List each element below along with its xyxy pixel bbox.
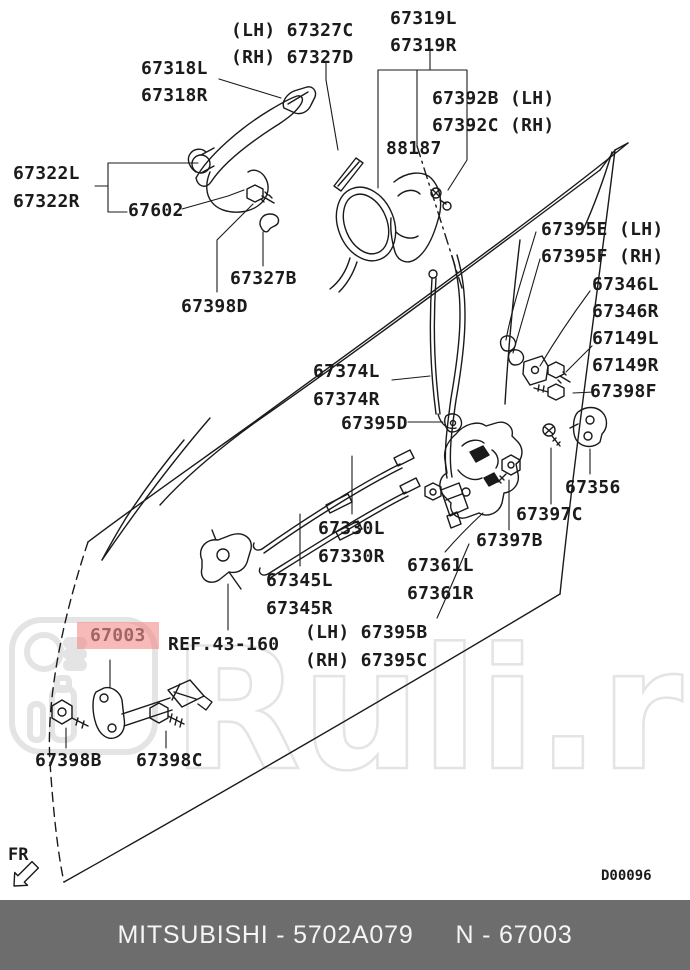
- part-label-67330l: 67330L: [318, 518, 385, 539]
- fr-direction-arrow: [13, 860, 40, 887]
- part-label-67392c: 67392C (RH): [432, 115, 555, 136]
- part-label-67346r: 67346R: [592, 301, 659, 322]
- part-label-67345r: 67345R: [266, 598, 333, 619]
- part-label-67392b: 67392B (LH): [432, 88, 555, 109]
- watermark-text: Ruli.ru: [172, 612, 690, 808]
- inside-handle-67345: [200, 529, 252, 590]
- part-label-67397c: 67397C: [516, 504, 583, 525]
- part-label-67319l: 67319L: [390, 8, 457, 29]
- lock-rod-67374: [428, 269, 463, 433]
- part-label-67395e: 67395E (LH): [541, 219, 664, 240]
- door-check-67003: [51, 679, 213, 740]
- handle-base-frame: [329, 172, 452, 293]
- part-label-67327c-lh: (LH) 67327C: [231, 20, 354, 41]
- part-label-67318l: 67318L: [141, 58, 208, 79]
- part-label-67398b: 67398B: [35, 750, 102, 771]
- part-label-67374r: 67374R: [313, 389, 380, 410]
- watermark: Ruli.ru: [9, 611, 690, 809]
- part-label-67395d: 67395D: [341, 413, 408, 434]
- part-label-67356: 67356: [565, 477, 621, 498]
- part-label-67327d-rh: (RH) 67327D: [231, 47, 354, 68]
- part-label-67345l: 67345L: [266, 570, 333, 591]
- part-label-67398f: 67398F: [590, 381, 657, 402]
- highlight-67003[interactable]: [77, 622, 159, 649]
- part-label-67398c: 67398C: [136, 750, 203, 771]
- part-label-67398d: 67398D: [181, 296, 248, 317]
- outer-door-handle: [187, 86, 364, 233]
- part-label-67395c: (RH) 67395C: [305, 650, 428, 671]
- grommets-67395: [499, 335, 525, 366]
- footer-catalog-number: N - 67003: [455, 920, 573, 949]
- watermark-logo: [9, 617, 158, 755]
- drawing-code: D00096: [601, 868, 652, 884]
- ref-label: REF.43-160: [168, 634, 280, 655]
- part-label-67319r: 67319R: [390, 35, 457, 56]
- fr-label: FR: [8, 845, 29, 865]
- part-label-67361l: 67361L: [407, 555, 474, 576]
- part-label-67327b: 67327B: [230, 268, 297, 289]
- part-label-67149l: 67149L: [592, 328, 659, 349]
- footer-bar: MITSUBISHI - 5702A079 N - 67003: [0, 900, 690, 970]
- part-label-67374l: 67374L: [313, 361, 380, 382]
- part-label-67318r: 67318R: [141, 85, 208, 106]
- part-label-67602: 67602: [128, 200, 184, 221]
- striker-and-hinge-parts: [496, 355, 608, 484]
- part-label-67346l: 67346L: [592, 274, 659, 295]
- lock-cables-67330: [252, 449, 421, 579]
- part-label-67322l: 67322L: [13, 163, 80, 184]
- part-label-67330r: 67330R: [318, 546, 385, 567]
- part-label-67395f: 67395F (RH): [541, 246, 664, 267]
- wiring-harness-88187: [440, 254, 469, 529]
- part-label-67395b: (LH) 67395B: [305, 622, 428, 643]
- part-label-67149r: 67149R: [592, 355, 659, 376]
- part-label-67322r: 67322R: [13, 191, 80, 212]
- part-label-67361r: 67361R: [407, 583, 474, 604]
- part-label-67397b: 67397B: [476, 530, 543, 551]
- diagram-line-art: [13, 49, 629, 887]
- part-label-88187: 88187: [386, 138, 442, 159]
- footer-brand-part: MITSUBISHI - 5702A079: [117, 920, 414, 949]
- door-latch-assembly: [424, 421, 523, 519]
